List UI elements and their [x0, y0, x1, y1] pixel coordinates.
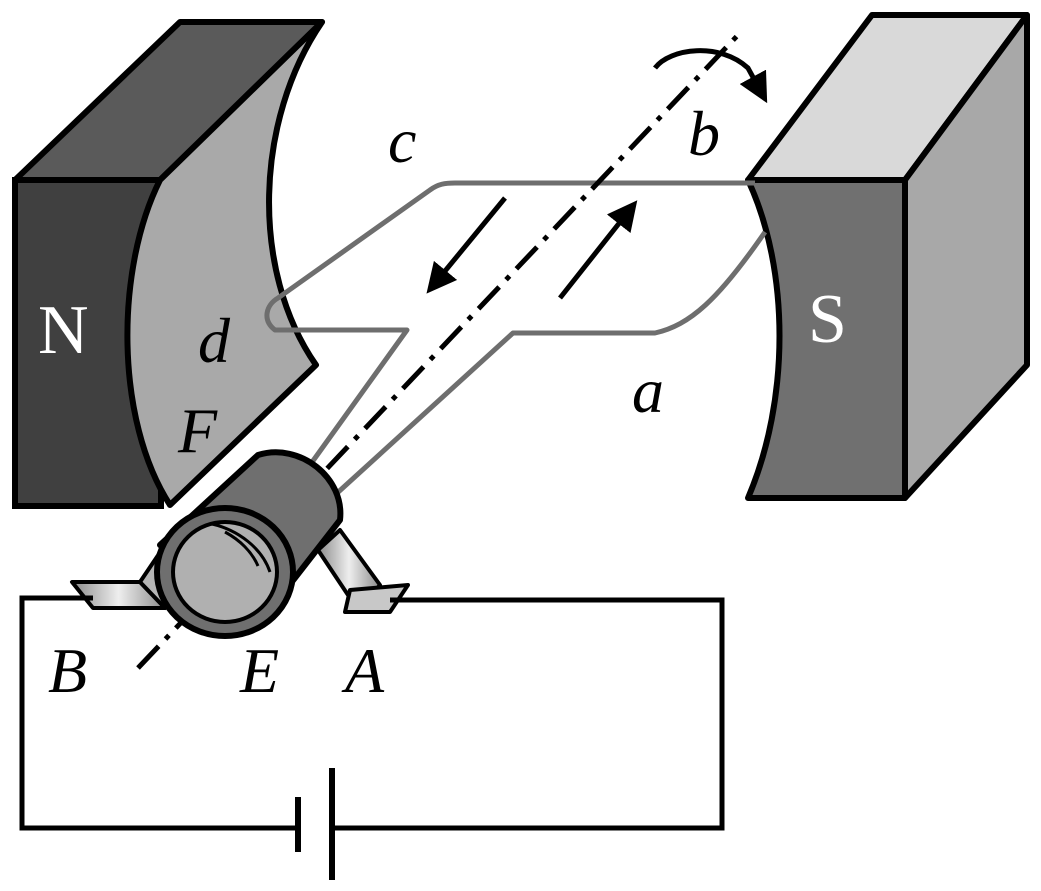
label-B: B	[48, 635, 87, 706]
current-arrow-down	[426, 196, 507, 294]
rotation-arrow	[653, 48, 768, 104]
north-magnet: N	[12, 19, 325, 509]
brush-A	[316, 528, 410, 614]
label-A: A	[341, 635, 385, 706]
north-pole-label: N	[38, 292, 89, 369]
commutator-split-segment	[211, 522, 272, 573]
label-F: F	[177, 395, 218, 466]
coil	[264, 180, 768, 497]
south-magnet-front	[745, 177, 908, 501]
rotation-axis	[136, 33, 740, 670]
commutator	[154, 449, 344, 639]
label-d: d	[198, 305, 231, 376]
coil-loop	[264, 180, 755, 467]
brush-A-plate	[343, 583, 410, 614]
south-pole-label: S	[808, 281, 847, 358]
coil-side-a	[333, 230, 768, 497]
north-magnet-curved-face	[124, 19, 325, 508]
circuit-wire-right	[332, 597, 725, 831]
label-b: b	[688, 98, 720, 169]
circuit-wire-left	[19, 595, 298, 831]
label-E: E	[239, 635, 279, 706]
commutator-ring	[171, 520, 279, 624]
current-arrow-up	[558, 200, 638, 300]
commutator-split-segment-inner	[224, 530, 260, 567]
label-a: a	[632, 355, 664, 426]
current-arrows	[426, 196, 638, 300]
south-magnet: S	[745, 12, 1030, 501]
label-c: c	[388, 105, 416, 176]
circuit	[19, 595, 725, 880]
